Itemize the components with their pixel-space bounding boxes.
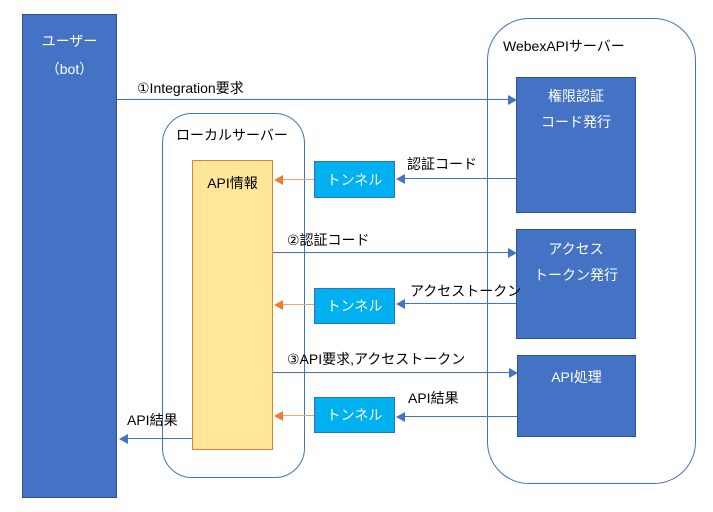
arrow-tunnel3-to-apiinfo-line [282, 415, 314, 416]
local-server-title: ローカルサーバー [176, 127, 288, 143]
label-access-token: アクセストークン [410, 283, 522, 299]
arrow-tunnel2-to-apiinfo-head-icon [274, 300, 283, 310]
user-box: ユーザー （bot） [22, 14, 117, 498]
label-step1-integration-request: ①Integration要求 [137, 80, 244, 96]
tunnel-box-3: トンネル [314, 397, 395, 433]
arrow-api-result-line [404, 416, 517, 417]
arrow-api-result-to-user-head-icon [119, 434, 128, 444]
token-box-line2: トークン発行 [534, 267, 618, 283]
api-info-box: API情報 [192, 160, 273, 450]
arrow-access-token-line [404, 303, 516, 304]
api-info-label: API情報 [207, 175, 258, 191]
arrow-step3-line [273, 372, 510, 373]
label-api-result: API結果 [408, 390, 459, 406]
arrow-api-result-to-user-line [127, 438, 192, 439]
webex-server-title: WebexAPIサーバー [503, 38, 625, 54]
token-box-line1: アクセス [548, 241, 604, 257]
arrow-tunnel1-to-apiinfo-head-icon [274, 175, 283, 185]
label-step3-api-request: ③API要求,アクセストークン [287, 351, 466, 367]
tunnel-box-2: トンネル [314, 288, 395, 324]
access-token-issue-box: アクセス トークン発行 [516, 229, 636, 339]
arrow-step3-head-icon [509, 368, 518, 378]
api-box-line1: API処理 [551, 369, 602, 385]
arrow-step2-head-icon [508, 248, 517, 258]
label-step2-auth-code: ②認証コード [287, 232, 370, 248]
user-box-line2: （bot） [45, 61, 94, 77]
arrow-access-token-head-icon [396, 299, 405, 309]
label-auth-code: 認証コード [407, 156, 477, 172]
arrow-api-result-head-icon [396, 412, 405, 422]
arrow-step2-line [273, 252, 509, 253]
arrow-auth-code-line [404, 178, 516, 179]
arrow-tunnel3-to-apiinfo-head-icon [274, 411, 283, 421]
label-api-result-to-user: API結果 [127, 412, 178, 428]
api-process-box: API処理 [517, 355, 636, 437]
user-box-line1: ユーザー [41, 33, 98, 49]
webex-server-container [487, 18, 696, 484]
auth-box-line2: コード発行 [541, 114, 611, 130]
arrow-tunnel1-to-apiinfo-line [282, 179, 314, 180]
tunnel-3-label: トンネル [326, 407, 383, 423]
arrow-tunnel2-to-apiinfo-line [282, 304, 314, 305]
auth-box-line1: 権限認証 [548, 88, 604, 104]
local-server-container [162, 113, 305, 478]
arrow-auth-code-head-icon [396, 174, 405, 184]
auth-code-issue-box: 権限認証 コード発行 [516, 77, 636, 213]
arrow-integration-request-line [117, 99, 509, 100]
tunnel-box-1: トンネル [314, 161, 395, 198]
tunnel-2-label: トンネル [326, 298, 383, 314]
tunnel-1-label: トンネル [326, 171, 383, 188]
arrow-integration-request-head-icon [508, 95, 517, 105]
